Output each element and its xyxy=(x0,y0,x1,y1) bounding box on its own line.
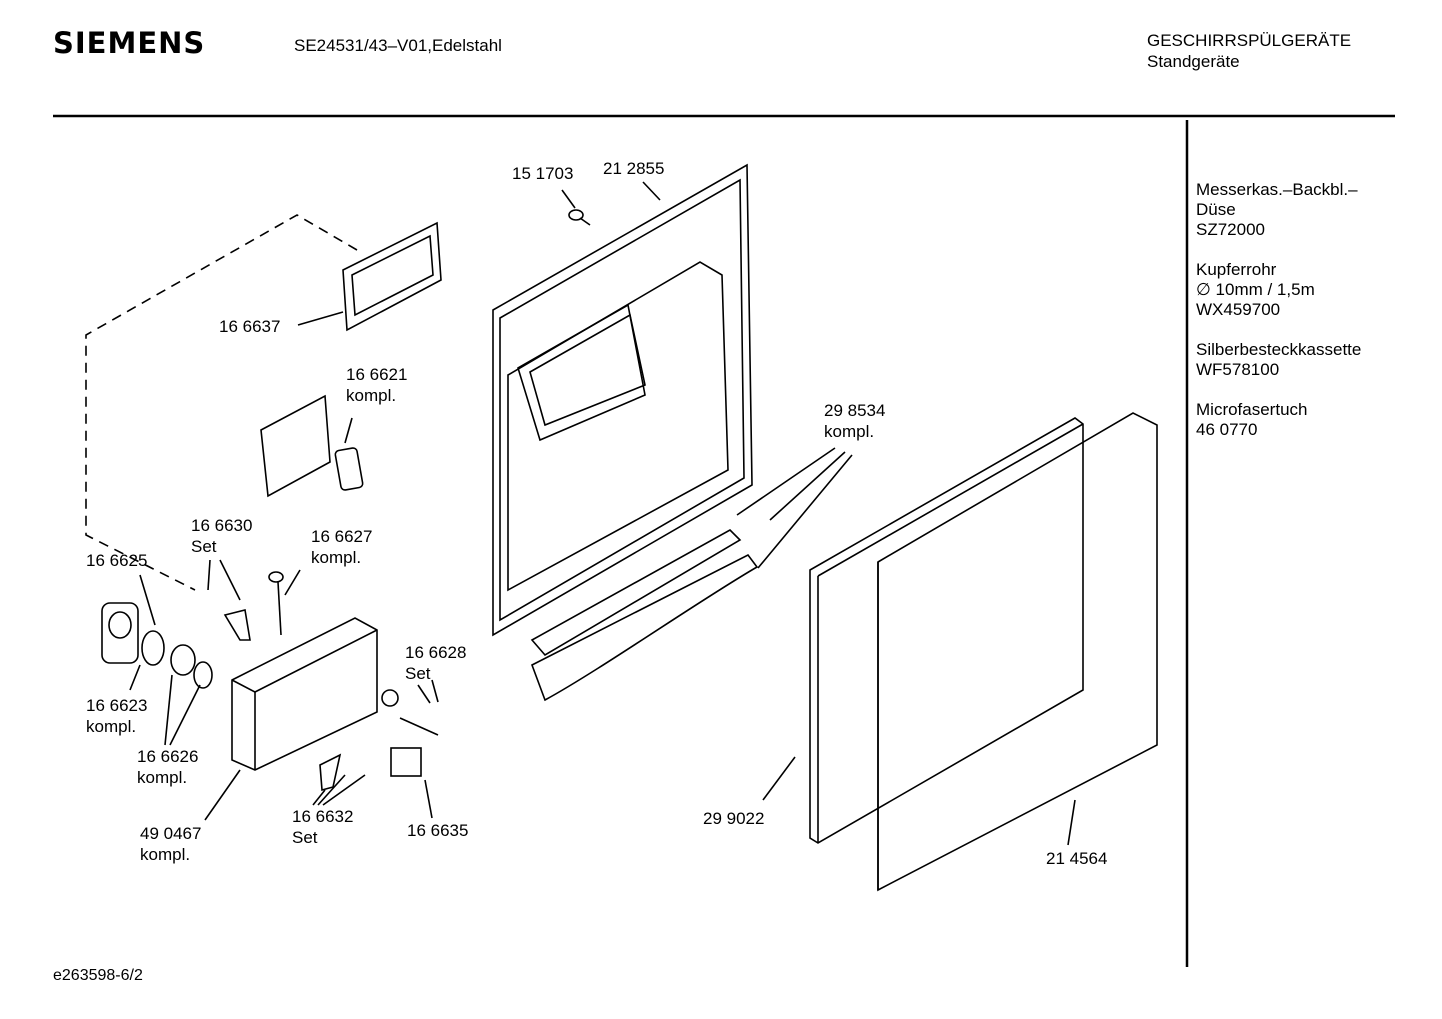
outer-door-panel xyxy=(809,417,1084,844)
subcategory: Standgeräte xyxy=(1147,52,1240,71)
water-box xyxy=(231,617,378,771)
accessory-line: Düse xyxy=(1196,200,1236,219)
part-label: 16 6635 xyxy=(407,821,469,840)
filter-part xyxy=(260,394,331,498)
dispenser-cap xyxy=(101,602,139,664)
accessory-line: Microfasertuch xyxy=(1196,400,1308,419)
accessories-list: Messerkas.–Backbl.– Düse SZ72000 Kupferr… xyxy=(1196,180,1361,460)
gasket-frame xyxy=(342,221,442,332)
part-label: 15 1703 xyxy=(512,164,574,183)
accessory-line: SZ72000 xyxy=(1196,220,1265,239)
accessory-item: Kupferrohr ∅ 10mm / 1,5m WX459700 xyxy=(1196,260,1361,320)
accessory-line: 46 0770 xyxy=(1196,420,1258,439)
front-door-panel xyxy=(877,412,1158,892)
accessory-line: ∅ 10mm / 1,5m xyxy=(1196,280,1315,299)
accessory-line: WX459700 xyxy=(1196,300,1281,319)
inner-door-panel xyxy=(492,163,753,637)
part-label: 16 6625 xyxy=(86,551,148,570)
category-header: GESCHIRRSPÜLGERÄTE Standgeräte xyxy=(1147,30,1351,72)
dashed-assembly-line xyxy=(85,214,358,591)
accessory-line: WF578100 xyxy=(1196,360,1280,379)
part-label: 21 2855 xyxy=(603,159,665,178)
accessory-line: Messerkas.–Backbl.– xyxy=(1196,180,1358,199)
accessory-item: Silberbesteckkassette WF578100 xyxy=(1196,340,1361,380)
accessory-line: Silberbesteckkassette xyxy=(1196,340,1362,359)
screw-part xyxy=(568,209,591,226)
drawing-code: e263598-6/2 xyxy=(53,967,143,984)
accessory-item: Messerkas.–Backbl.– Düse SZ72000 xyxy=(1196,180,1361,240)
accessory-line: Kupferrohr xyxy=(1196,260,1277,279)
part-label: 16 6637 xyxy=(219,317,281,336)
part-label: 21 4564 xyxy=(1046,849,1108,868)
model-title: SE24531/43–V01,Edelstahl xyxy=(294,36,502,55)
accessory-item: Microfasertuch 46 0770 xyxy=(1196,400,1361,440)
bottom-strip xyxy=(530,529,742,657)
siemens-logo: SIEMENS xyxy=(53,26,206,60)
part-label: 29 9022 xyxy=(703,809,765,828)
category: GESCHIRRSPÜLGERÄTE xyxy=(1147,31,1352,50)
